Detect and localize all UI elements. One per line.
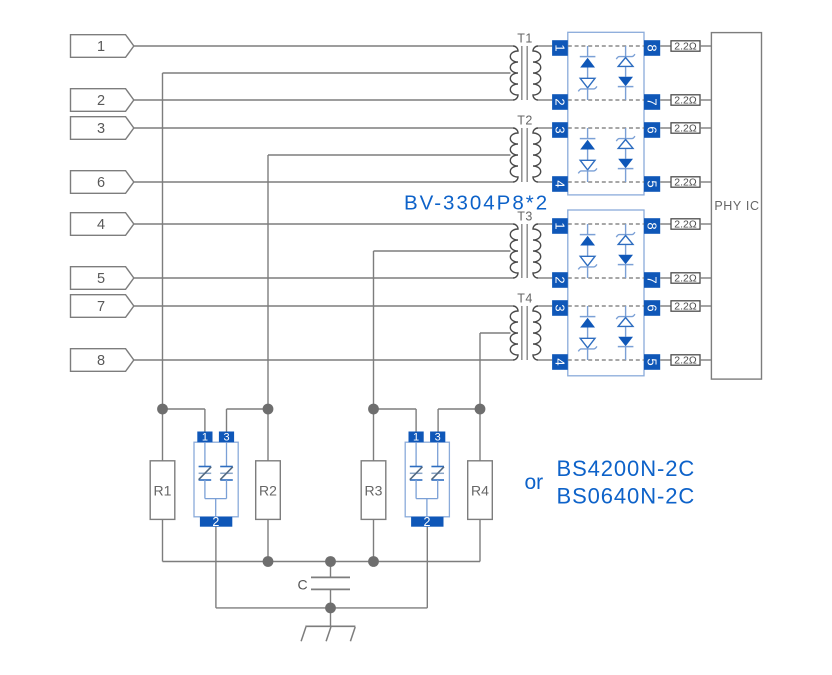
svg-text:3: 3 (552, 126, 567, 133)
svg-text:PHY IC: PHY IC (714, 199, 759, 213)
svg-text:3: 3 (435, 432, 441, 444)
svg-text:4: 4 (97, 217, 105, 233)
svg-text:2.2Ω: 2.2Ω (674, 355, 697, 367)
svg-text:6: 6 (645, 126, 660, 133)
svg-text:T1: T1 (517, 32, 533, 46)
svg-text:R4: R4 (471, 482, 489, 498)
svg-text:6: 6 (97, 175, 105, 191)
svg-text:3: 3 (223, 432, 229, 444)
svg-text:2.2Ω: 2.2Ω (674, 301, 697, 313)
svg-text:R3: R3 (365, 482, 383, 498)
svg-text:1: 1 (97, 39, 105, 55)
svg-text:3: 3 (552, 304, 567, 311)
svg-text:2.2Ω: 2.2Ω (674, 95, 697, 107)
svg-text:4: 4 (552, 358, 567, 365)
svg-text:5: 5 (97, 271, 105, 287)
svg-text:7: 7 (645, 276, 660, 283)
svg-text:5: 5 (645, 358, 660, 365)
svg-text:1: 1 (413, 432, 419, 444)
svg-text:7: 7 (97, 299, 105, 315)
svg-text:BS4200N-2C: BS4200N-2C (557, 456, 696, 481)
svg-text:8: 8 (645, 44, 660, 51)
svg-text:8: 8 (645, 222, 660, 229)
svg-text:3: 3 (97, 121, 105, 137)
svg-text:8: 8 (97, 353, 105, 369)
svg-text:2.2Ω: 2.2Ω (674, 41, 697, 53)
svg-text:1: 1 (202, 432, 208, 444)
svg-text:BS0640N-2C: BS0640N-2C (557, 484, 696, 509)
svg-text:2: 2 (552, 98, 567, 105)
svg-text:2.2Ω: 2.2Ω (674, 177, 697, 189)
svg-text:7: 7 (645, 98, 660, 105)
svg-text:C: C (297, 577, 307, 593)
svg-text:R1: R1 (154, 482, 172, 498)
svg-text:T2: T2 (517, 114, 533, 128)
svg-text:4: 4 (552, 180, 567, 187)
svg-text:or: or (525, 471, 544, 494)
svg-text:6: 6 (645, 304, 660, 311)
svg-text:1: 1 (552, 44, 567, 51)
svg-text:1: 1 (552, 222, 567, 229)
svg-text:2.2Ω: 2.2Ω (674, 123, 697, 135)
svg-text:2: 2 (424, 515, 431, 529)
svg-text:2.2Ω: 2.2Ω (674, 219, 697, 231)
svg-text:2: 2 (212, 515, 219, 529)
svg-text:BV-3304P8*2: BV-3304P8*2 (404, 192, 549, 215)
svg-text:5: 5 (645, 180, 660, 187)
svg-text:R2: R2 (259, 482, 277, 498)
svg-text:T4: T4 (517, 292, 533, 306)
svg-text:2: 2 (97, 93, 105, 109)
svg-text:T3: T3 (517, 210, 533, 224)
svg-text:2.2Ω: 2.2Ω (674, 273, 697, 285)
svg-text:2: 2 (552, 276, 567, 283)
